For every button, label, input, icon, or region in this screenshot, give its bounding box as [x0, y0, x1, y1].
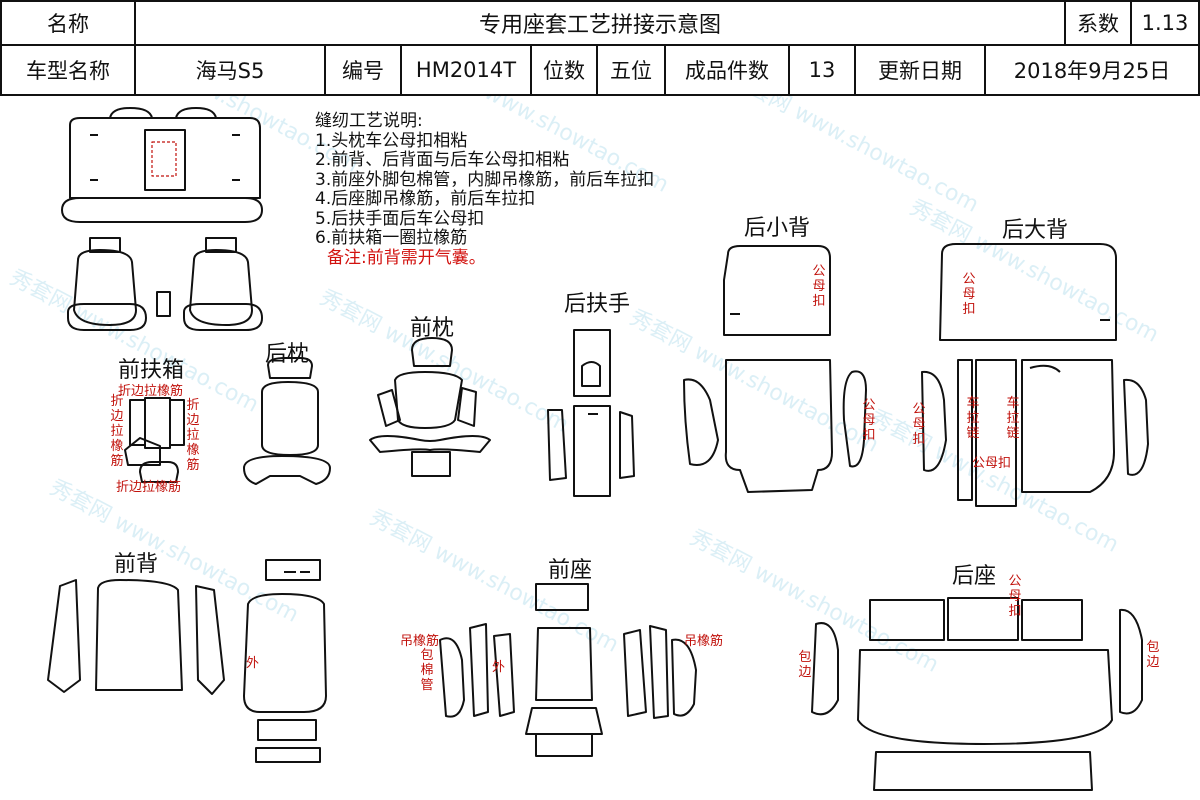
section-title-rear-seat: 后座: [952, 564, 997, 589]
pieces-value: 13: [788, 44, 856, 96]
front-console-pattern: [124, 397, 185, 483]
coef-label: 系数: [1064, 0, 1132, 46]
model-value: 海马S5: [134, 44, 326, 96]
front-headrest-pattern: [369, 337, 491, 477]
code-label: 编号: [324, 44, 402, 96]
annotation-large-back-left: 公母扣: [912, 402, 926, 447]
header-table: 名称 专用座套工艺拼接示意图 系数 1.13 车型名称 海马S5 编号 HM20…: [0, 0, 1200, 96]
front-seat-pattern: [439, 583, 697, 757]
notes-remark: 备注:前背需开气囊。: [327, 247, 486, 268]
annotation-front-back-outside: 外: [246, 656, 260, 671]
updated-value: 2018年9月25日: [984, 44, 1200, 96]
section-title-front-console: 前扶箱: [118, 358, 185, 383]
section-title-front-headrest: 前枕: [410, 316, 455, 341]
front-seats-overview: [67, 237, 263, 331]
notes-heading: 缝纫工艺说明:: [315, 111, 423, 131]
annotation-rear-seat-top: 公母扣: [1008, 574, 1022, 619]
note-item: 2.前背、后背面与后车公母扣相粘: [315, 150, 570, 170]
annotation-console-bottom: 折边拉橡筋: [116, 480, 182, 495]
annotation-large-back-bottom: 公母扣: [972, 456, 1012, 471]
name-label: 名称: [0, 0, 136, 46]
annotation-front-seat-cotton: 包棉管: [420, 648, 434, 693]
annotation-front-seat-left: 吊橡筋: [400, 634, 440, 649]
annotation-small-back-right: 公母扣: [862, 398, 876, 443]
annotation-console-top: 折边拉橡筋: [118, 384, 184, 399]
front-back-pattern: [47, 559, 327, 763]
section-title-rear-armrest: 后扶手: [564, 292, 631, 317]
note-item: 3.前座外脚包棉管，内脚吊橡筋，前后车拉扣: [315, 169, 655, 190]
rear-seat-pattern: [811, 597, 1143, 791]
model-label: 车型名称: [0, 44, 136, 96]
annotation-large-back-zipper-2: 车拉链: [1006, 396, 1020, 441]
note-item: 6.前扶箱一圈拉橡筋: [315, 228, 468, 248]
coef-value: 1.13: [1130, 0, 1200, 46]
pieces-label: 成品件数: [664, 44, 790, 96]
rear-large-back-pattern: [921, 243, 1149, 507]
sewing-notes: 缝纫工艺说明: 1.头枕车公母扣相粘 2.前背、后背面与后车公母扣相粘 3.前座…: [315, 111, 655, 268]
annotation-large-back-zipper-1: 车拉链: [966, 396, 980, 441]
section-title-front-back: 前背: [114, 552, 159, 577]
annotation-console-left: 折边拉橡筋: [110, 394, 124, 469]
annotation-rear-seat-right: 包边: [1146, 640, 1160, 670]
rear-headrest-pattern: [243, 357, 331, 485]
seats-label: 位数: [530, 44, 598, 96]
annotation-console-right: 折边拉橡筋: [186, 398, 200, 473]
rear-small-back-pattern: [683, 245, 867, 493]
section-title-rear-small-back: 后小背: [744, 216, 811, 241]
code-value: HM2014T: [400, 44, 532, 96]
note-item: 4.后座脚吊橡筋，前后车拉扣: [315, 189, 536, 209]
annotation-rear-seat-left: 包边: [798, 650, 812, 680]
doc-title: 专用座套工艺拼接示意图: [134, 0, 1066, 46]
annotation-small-back-top: 公母扣: [812, 264, 826, 309]
annotation-front-seat-right: 吊橡筋: [684, 634, 724, 649]
note-item: 1.头枕车公母扣相粘: [315, 130, 468, 151]
rear-armrest-pattern: [547, 329, 635, 497]
seats-value: 五位: [596, 44, 666, 96]
updated-label: 更新日期: [854, 44, 986, 96]
rear-bench-overview: [61, 107, 263, 223]
note-item: 5.后扶手面后车公母扣: [315, 208, 485, 229]
pattern-diagram: [47, 107, 1149, 791]
section-title-rear-large-back: 后大背: [1002, 218, 1069, 243]
annotation-front-seat-outside: 外: [492, 660, 506, 675]
section-title-front-seat: 前座: [548, 558, 593, 583]
section-title-rear-headrest: 后枕: [265, 342, 310, 367]
annotation-large-back-top: 公母扣: [962, 272, 976, 317]
